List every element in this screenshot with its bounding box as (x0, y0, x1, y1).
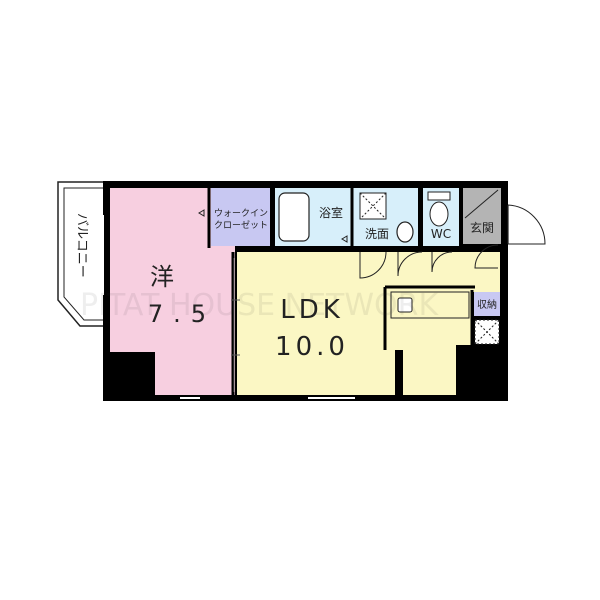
storage-label: 収納 (477, 298, 497, 311)
shoe-box-line (464, 189, 499, 219)
bath-door-marker (341, 235, 348, 243)
room-storage-fill (474, 292, 500, 316)
bath-label: 浴室 (319, 205, 343, 220)
ldk-size: 10.0 (275, 332, 349, 362)
balcony-label: バルコニー (74, 213, 89, 278)
balcony (57, 181, 103, 327)
closet-door-marker (198, 209, 205, 217)
toilet (427, 191, 451, 227)
wc-label: WC (431, 227, 451, 241)
column-bottom-left (103, 352, 155, 401)
walkin-label-1: ウォークイン (214, 208, 268, 219)
walkin-label-2: クローゼット (214, 219, 268, 231)
washroom-label: 洗面 (365, 227, 389, 241)
hall-fill (430, 252, 500, 292)
room-entrance-fill (463, 188, 501, 244)
western-kanji: 洋 (150, 263, 174, 291)
windows (102, 215, 355, 399)
column-kitchen (395, 350, 403, 395)
front-door (507, 204, 546, 245)
column-bottom-right (456, 345, 508, 401)
door-swings (359, 244, 499, 279)
watermark: PITAT HOUSE NETWORK (80, 288, 439, 323)
kitchen-counter (390, 291, 470, 319)
ldk-name: LDK (280, 295, 344, 325)
shower-tray (359, 192, 387, 220)
washbasin (396, 221, 414, 243)
western-size: 7.5 (148, 300, 216, 328)
fridge-space (474, 319, 500, 345)
room-walkin-fill (211, 188, 270, 246)
partitions (207, 188, 475, 395)
sliding-door (231, 258, 240, 392)
entrance-label: 玄関 (470, 220, 494, 235)
room-ldk-hall-fill (360, 252, 430, 287)
bathtub (278, 192, 310, 242)
